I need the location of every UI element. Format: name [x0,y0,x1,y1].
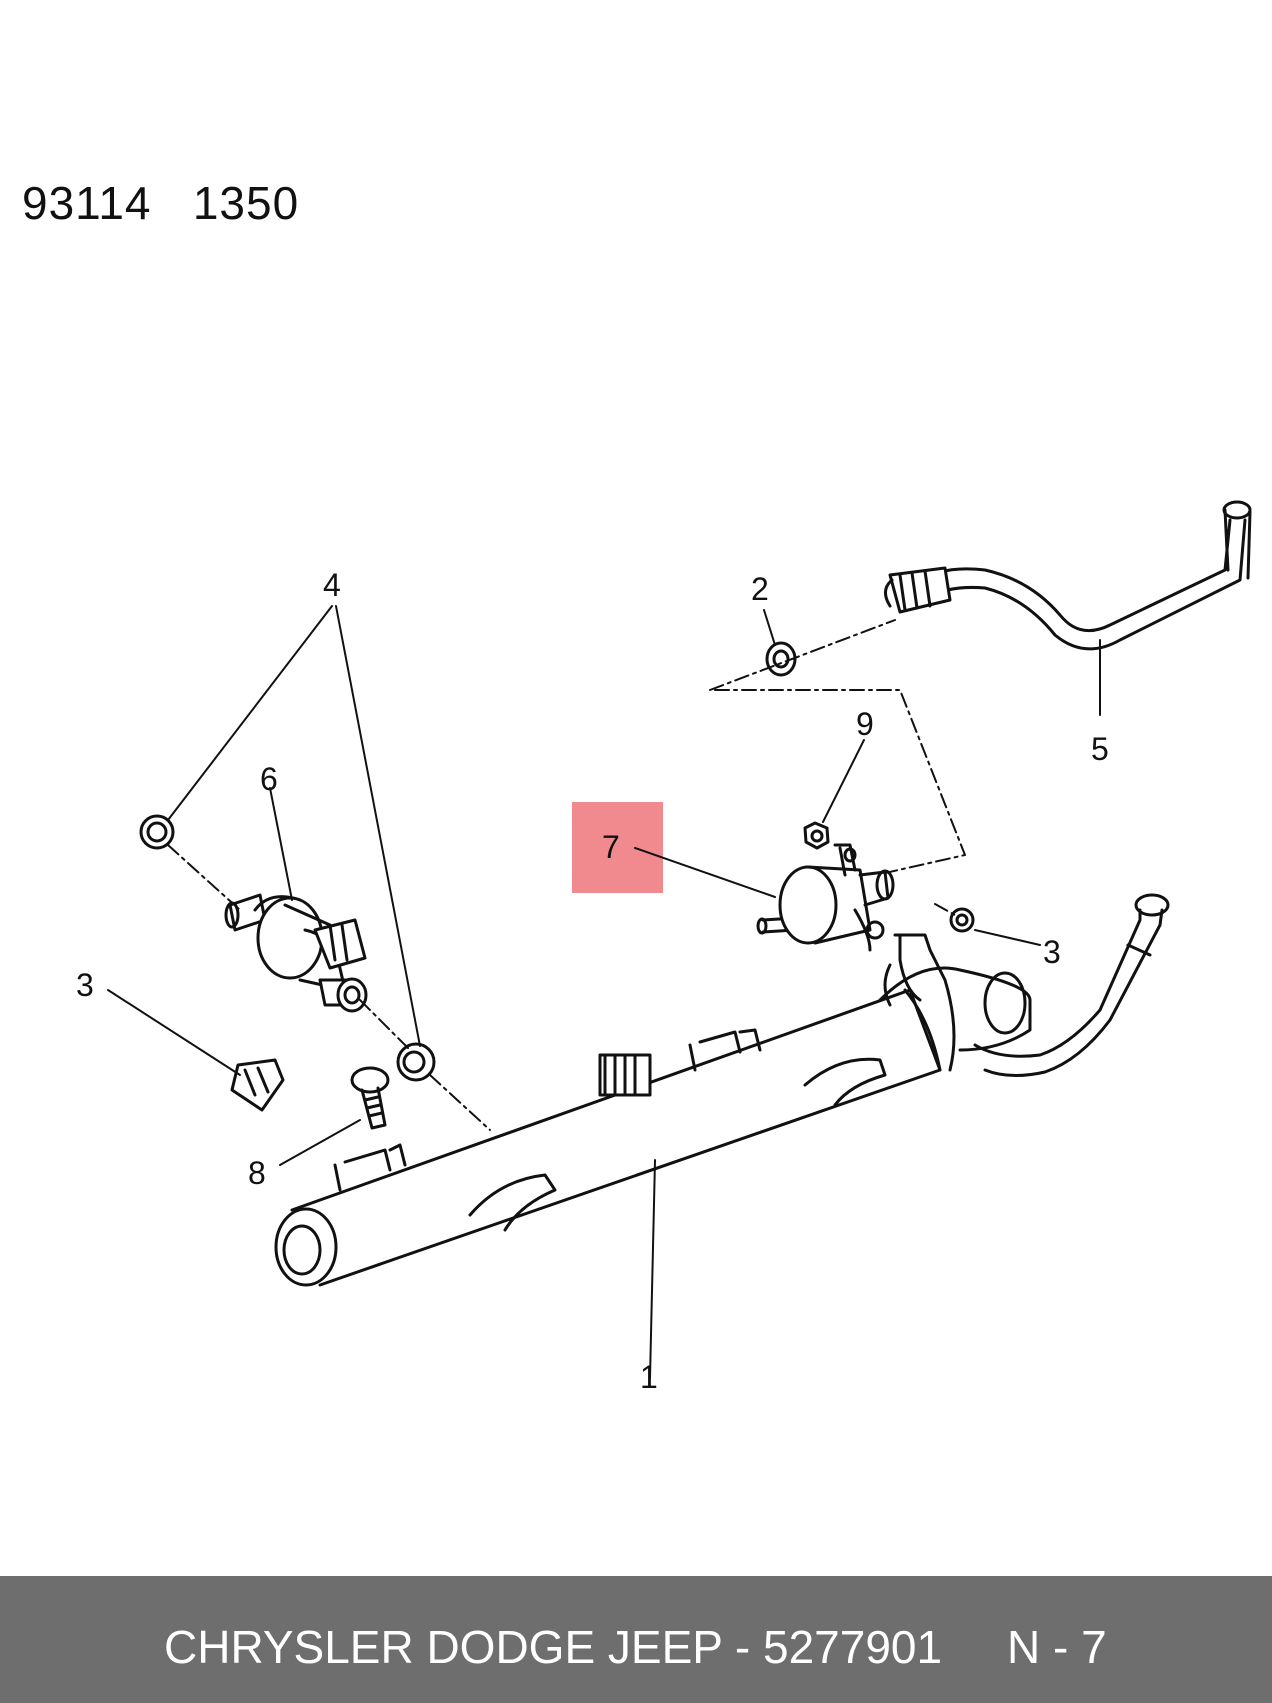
callout-4: 4 [323,567,341,603]
callout-2: 2 [751,571,769,607]
fuel-pressure-regulator [756,843,895,952]
callout-9: 9 [856,706,874,742]
o-ring-upper-left [139,814,175,850]
washer-part-2 [765,641,797,677]
callout-1: 1 [640,1359,658,1395]
o-ring-regulator [949,907,975,933]
callout-7-highlight [572,802,663,893]
regulator-nut [803,821,830,850]
fuel-rail [274,966,1032,1287]
callout-3-left: 3 [76,967,94,1003]
callout-8: 8 [248,1155,266,1191]
fuel-supply-line [884,500,1252,651]
callout-7[interactable]: 7 [602,829,620,865]
callout-6: 6 [260,761,278,797]
retaining-clip [230,1058,285,1112]
footer-part-label: CHRYSLER DODGE JEEP - 5277901 [164,1621,943,1673]
footer-bar [0,1576,1272,1703]
leader-lines [107,605,1101,1379]
callout-5: 5 [1091,731,1109,767]
callout-3-right: 3 [1043,934,1061,970]
diagram-reference-code: 93114 1350 [22,177,300,229]
footer-page-indicator: N - 7 [1007,1621,1107,1673]
fuel-rail-exploded-view: 4 6 3 8 1 2 5 9 7 3 [76,500,1252,1395]
o-ring-lower [396,1042,436,1082]
fuel-return-line [973,893,1170,1077]
construction-lines [167,619,966,1131]
mounting-screw [350,1066,390,1130]
regulator-mount-bracket [883,933,956,1072]
fuel-injector [224,893,368,1013]
